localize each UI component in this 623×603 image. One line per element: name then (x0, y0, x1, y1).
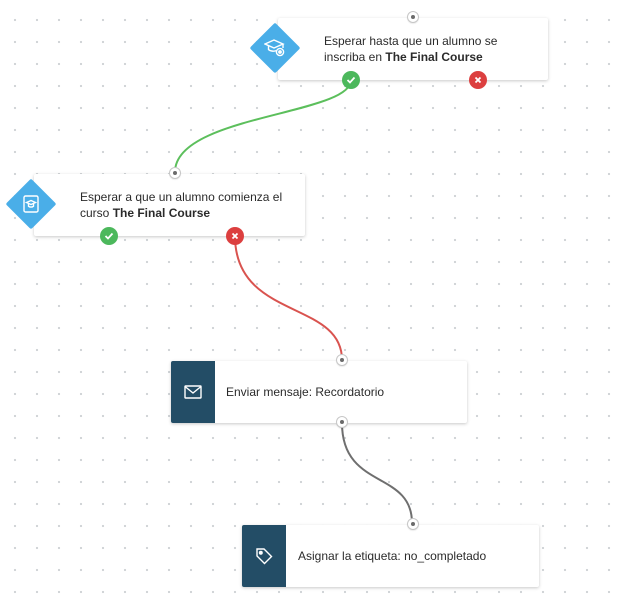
step-wait-start-text: Esperar a que un alumno comienza el curs… (80, 190, 283, 220)
step-assign-tag[interactable]: Asignar la etiqueta: no_completado (242, 525, 539, 587)
course-name: The Final Course (112, 206, 211, 220)
step-send-message-label: Enviar mensaje: Recordatorio (226, 385, 385, 399)
step-send-message[interactable]: Enviar mensaje: Recordatorio (171, 361, 467, 423)
tag-icon (242, 525, 286, 587)
step-wait-start[interactable]: Esperar a que un alumno comienza el curs… (34, 174, 305, 236)
step-wait-enroll-text: Esperar hasta que un alumno se inscriba … (324, 34, 498, 64)
no-branch-connector (234, 235, 343, 361)
default-connector (341, 422, 413, 524)
step-wait-start-label: Esperar a que un alumno comienza el curs… (80, 189, 298, 221)
step1-input-port[interactable] (407, 11, 419, 23)
step3-output-port[interactable] (336, 416, 348, 428)
step2-input-port[interactable] (169, 167, 181, 179)
course-name: The Final Course (385, 50, 483, 64)
yes-branch-connector (174, 79, 352, 173)
course-book-icon (8, 181, 54, 227)
yes-branch-check-icon[interactable] (342, 71, 360, 89)
yes-branch-check-icon[interactable] (100, 227, 118, 245)
step3-input-port[interactable] (336, 354, 348, 366)
envelope-icon (171, 361, 215, 423)
no-branch-x-icon[interactable] (469, 71, 487, 89)
step-assign-tag-label: Asignar la etiqueta: no_completado (298, 549, 487, 563)
graduation-cap-badge-icon (252, 25, 298, 71)
step-wait-enroll[interactable]: Esperar hasta que un alumno se inscriba … (278, 18, 548, 80)
no-branch-x-icon[interactable] (226, 227, 244, 245)
step-wait-enroll-label: Esperar hasta que un alumno se inscriba … (324, 33, 540, 65)
step4-input-port[interactable] (407, 518, 419, 530)
